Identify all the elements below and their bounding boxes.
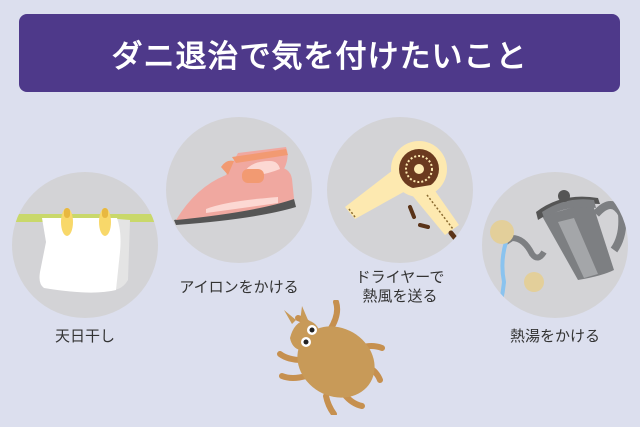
hair-dryer-icon — [327, 117, 473, 263]
iron-icon — [166, 117, 312, 263]
item-label-iron: アイロンをかける — [179, 278, 299, 296]
title-banner: ダニ退治で気を付けたいこと — [19, 14, 620, 92]
sun-drying-towel-icon — [12, 172, 158, 318]
page-title: ダニ退治で気を付けたいこと — [111, 38, 528, 75]
item-label-dryer-line1: ドライヤーで — [355, 268, 445, 286]
kettle-pouring-icon — [482, 172, 628, 318]
item-label-sun-drying: 天日干し — [54, 327, 116, 345]
item-label-kettle: 熱湯をかける — [509, 327, 601, 345]
dust-mite-icon — [270, 300, 385, 415]
item-label-dryer: ドライヤーで 熱風を送る — [356, 268, 445, 306]
item-label-dryer-line2: 熱風を送る — [362, 287, 438, 305]
